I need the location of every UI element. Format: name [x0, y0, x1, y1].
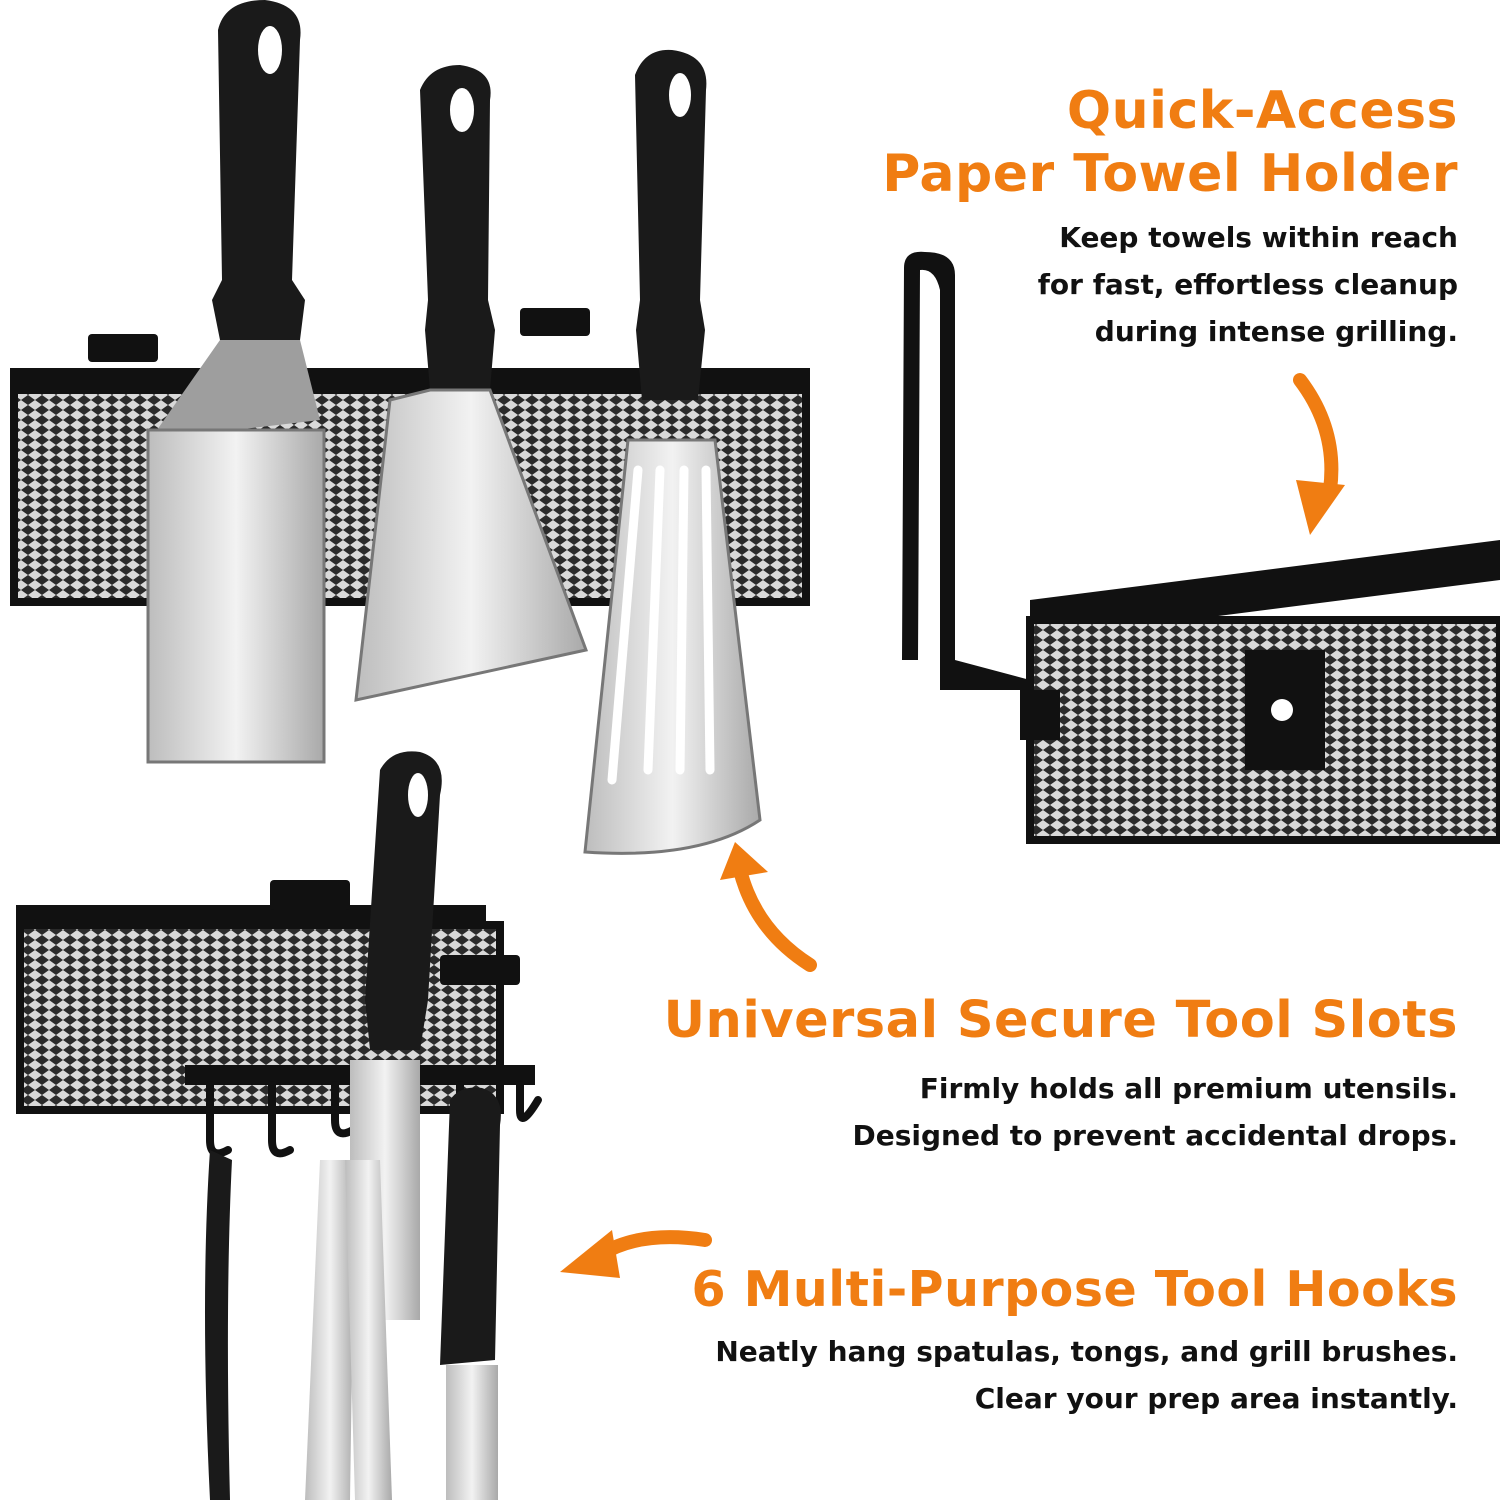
- title-line: Quick-Access: [1066, 81, 1458, 141]
- description-line: for fast, effortless cleanup: [1037, 268, 1458, 301]
- paper-towel-basket-image: [902, 251, 1500, 844]
- paper-towel-holder-description: Keep towels within reach for fast, effor…: [1038, 214, 1458, 355]
- description-line: Designed to prevent accidental drops.: [852, 1119, 1459, 1152]
- tool-slots-description: Firmly holds all premium utensils. Desig…: [853, 1065, 1459, 1159]
- tool-hooks-description: Neatly hang spatulas, tongs, and grill b…: [715, 1328, 1458, 1422]
- description-line: during intense grilling.: [1094, 315, 1458, 348]
- description-line: Neatly hang spatulas, tongs, and grill b…: [715, 1335, 1458, 1368]
- tool-slots-title: Universal Secure Tool Slots: [664, 990, 1458, 1052]
- arrow-down-icon: [1293, 373, 1345, 535]
- tool-hooks-basket-image: [16, 751, 542, 1500]
- tool-hooks-title: 6 Multi-Purpose Tool Hooks: [692, 1260, 1459, 1320]
- title-line: Paper Towel Holder: [882, 144, 1458, 205]
- arrow-left-icon: [560, 1230, 712, 1278]
- title-line: 6 Multi-Purpose Tool Hooks: [691, 1261, 1458, 1318]
- paper-towel-holder-title: Quick-Access Paper Towel Holder: [882, 80, 1458, 207]
- tool-slots-basket-image: [10, 0, 810, 855]
- title-line: Universal Secure Tool Slots: [663, 991, 1458, 1050]
- description-line: Firmly holds all premium utensils.: [919, 1072, 1458, 1105]
- description-line: Clear your prep area instantly.: [974, 1382, 1458, 1415]
- description-line: Keep towels within reach: [1059, 221, 1458, 254]
- arrow-up-left-icon: [720, 842, 817, 972]
